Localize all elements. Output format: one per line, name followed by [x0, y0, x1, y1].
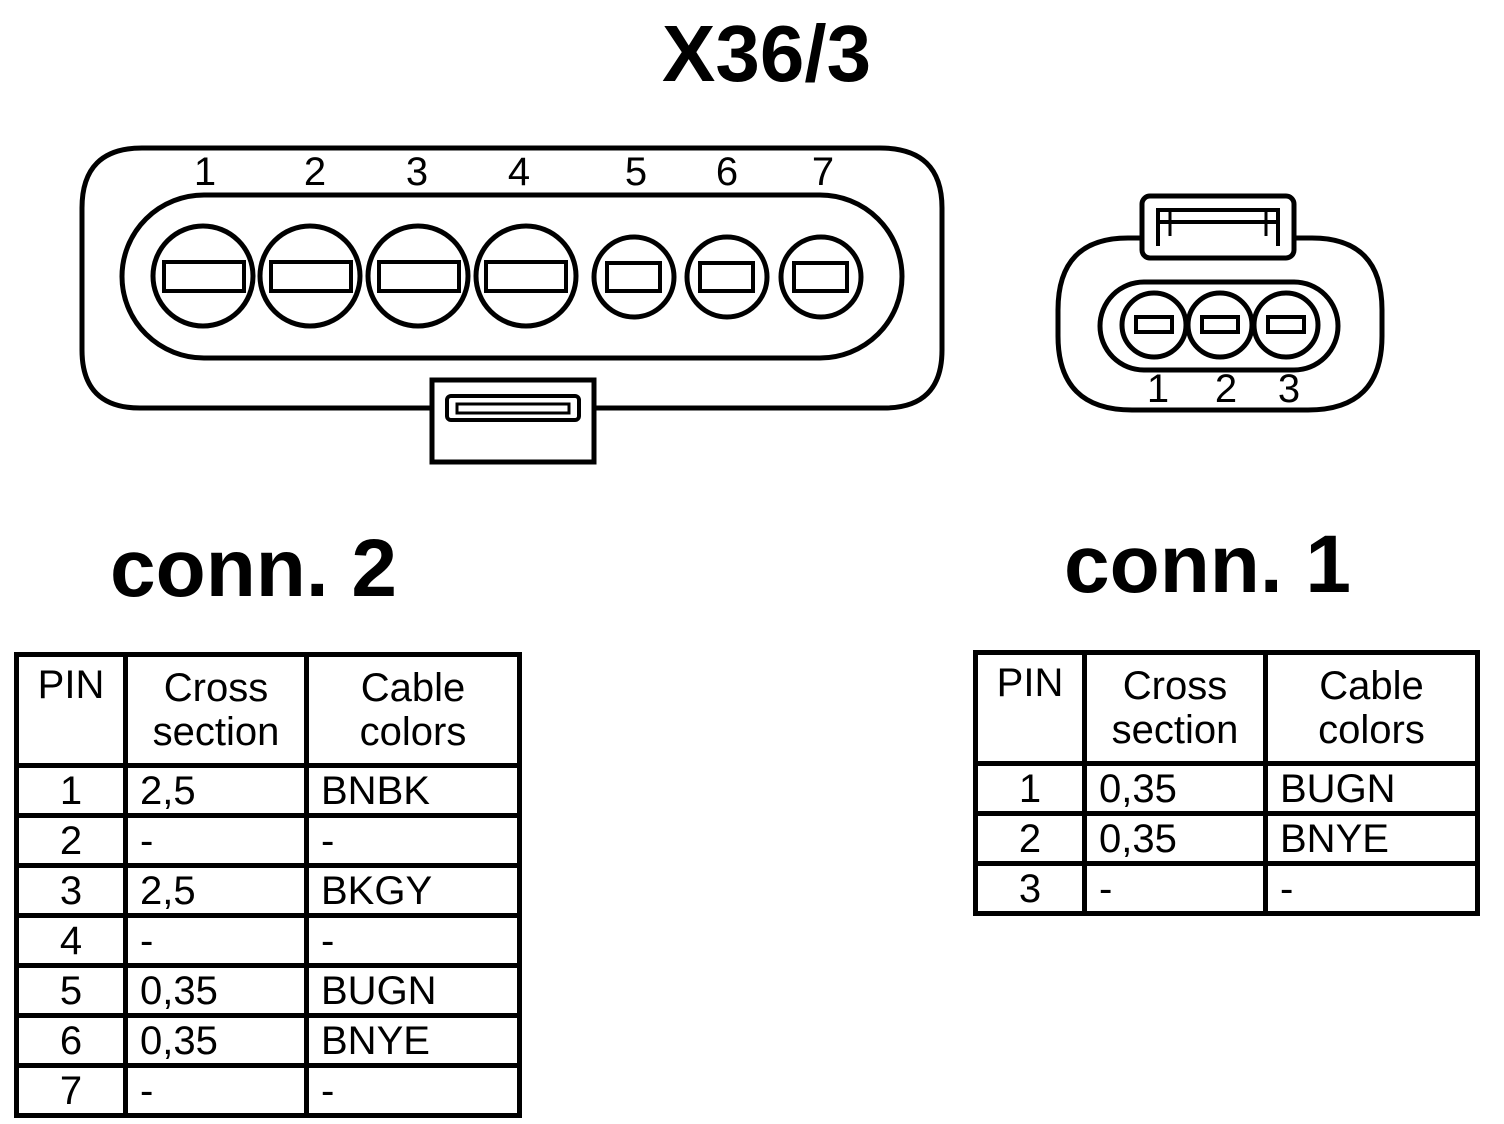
conn2-pin-7: [778, 234, 864, 320]
cross-section-cell: 2,5: [123, 863, 309, 918]
table-row: 1 2,5 BNBK: [14, 763, 522, 818]
conn1-label: conn. 1: [1064, 519, 1352, 610]
header-pin: PIN: [14, 652, 128, 768]
table-row: 7 - -: [14, 1063, 522, 1118]
pin-cell: 3: [14, 863, 128, 918]
pin-cell: 6: [14, 1013, 128, 1068]
conn2-label: conn. 2: [110, 523, 398, 614]
conn2-pin-label: 7: [812, 150, 834, 194]
conn2-pin-label: 2: [304, 150, 326, 194]
conn2-pin-label: 5: [625, 150, 647, 194]
header-cross-line2: section: [1111, 708, 1239, 752]
conn1-pin-label: 2: [1215, 367, 1237, 411]
header-colors-line1: Cable: [360, 666, 466, 710]
cross-section-cell: 0,35: [123, 963, 309, 1018]
pin-cell: 7: [14, 1063, 128, 1118]
table-row: 1 0,35 BUGN: [973, 761, 1480, 816]
cable-color-cell: -: [304, 813, 522, 868]
table-row: 3 2,5 BKGY: [14, 863, 522, 918]
conn2-pin-area: [119, 192, 905, 361]
cable-color-cell: BKGY: [304, 863, 522, 918]
header-cross-line2: section: [152, 710, 280, 754]
table-row: 6 0,35 BNYE: [14, 1013, 522, 1068]
table-row: 2 0,35 BNYE: [973, 811, 1480, 866]
conn2-pin-label: 4: [508, 150, 530, 194]
cross-section-cell: -: [123, 913, 309, 968]
conn2-pin-label: 3: [406, 150, 428, 194]
cable-color-cell: BUGN: [304, 963, 522, 1018]
conn1-pin-area: [1097, 279, 1341, 373]
cable-color-cell: BNBK: [304, 763, 522, 818]
conn1-pin-label: 3: [1278, 367, 1300, 411]
conn1-pin-table: PIN Cross section Cable colors 1 0,35 BU…: [973, 650, 1480, 916]
table-row: 4 - -: [14, 913, 522, 968]
pin-cell: 1: [14, 763, 128, 818]
table-header-row: PIN Cross section Cable colors: [973, 650, 1480, 766]
cross-section-cell: 0,35: [1082, 761, 1268, 816]
cross-section-cell: 0,35: [1082, 811, 1268, 866]
cross-section-cell: 0,35: [123, 1013, 309, 1068]
conn2-pin-label: 1: [194, 150, 216, 194]
cable-color-cell: -: [1263, 861, 1480, 916]
header-cross-line1: Cross: [163, 666, 269, 710]
conn2-pin-label: 6: [716, 150, 738, 194]
conn2-pin-6: [684, 234, 770, 320]
pin-cell: 2: [14, 813, 128, 868]
diagram-title: X36/3: [662, 9, 872, 98]
table-header-row: PIN Cross section Cable colors: [14, 652, 522, 768]
conn1-pin-3: [1251, 290, 1321, 360]
conn2-pin-4: [473, 223, 579, 329]
cross-section-cell: -: [123, 813, 309, 868]
cross-section-cell: -: [123, 1063, 309, 1118]
cable-color-cell: BNYE: [1263, 811, 1480, 866]
header-cable-colors: Cable colors: [1263, 650, 1480, 766]
conn2-pin-2: [257, 223, 363, 329]
conn1-pin-1: [1119, 290, 1189, 360]
conn1-latch: [1139, 193, 1297, 261]
pin-cell: 3: [973, 861, 1087, 916]
conn2-pin-3: [365, 223, 471, 329]
header-colors-line2: colors: [359, 710, 467, 754]
pin-cell: 2: [973, 811, 1087, 866]
header-colors-line1: Cable: [1319, 664, 1424, 708]
header-cross-section: Cross section: [1082, 650, 1268, 766]
header-cross-line1: Cross: [1122, 664, 1228, 708]
cable-color-cell: BNYE: [304, 1013, 522, 1068]
table-row: 5 0,35 BUGN: [14, 963, 522, 1018]
header-colors-line2: colors: [1318, 708, 1425, 752]
cross-section-cell: 2,5: [123, 763, 309, 818]
conn2-housing: [79, 145, 945, 411]
conn1-housing: [1055, 235, 1385, 413]
cable-color-cell: -: [304, 1063, 522, 1118]
header-cable-colors: Cable colors: [304, 652, 522, 768]
table-row: 3 - -: [973, 861, 1480, 916]
conn2-pin-table: PIN Cross section Cable colors 1 2,5 BNB…: [14, 652, 522, 1118]
table-row: 2 - -: [14, 813, 522, 868]
pin-cell: 5: [14, 963, 128, 1018]
cross-section-cell: -: [1082, 861, 1268, 916]
header-pin: PIN: [973, 650, 1087, 766]
conn2-latch-slot: [445, 394, 581, 422]
conn2-pin-1: [150, 223, 256, 329]
cable-color-cell: BUGN: [1263, 761, 1480, 816]
header-cross-section: Cross section: [123, 652, 309, 768]
conn1-pin-label: 1: [1147, 367, 1169, 411]
conn1-pin-2: [1185, 290, 1255, 360]
cable-color-cell: -: [304, 913, 522, 968]
pin-cell: 4: [14, 913, 128, 968]
conn2-pin-5: [591, 234, 677, 320]
pin-cell: 1: [973, 761, 1087, 816]
